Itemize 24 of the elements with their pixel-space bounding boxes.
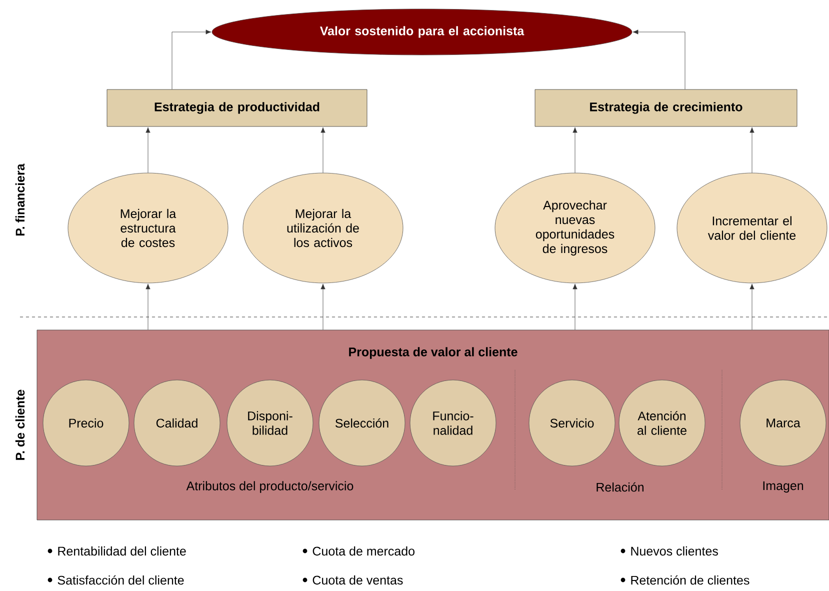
bullet-item: Cuota de mercado bbox=[312, 546, 414, 556]
strategy-box: Estrategia de crecimiento bbox=[534, 89, 798, 127]
strategy-box: Estrategia de productividad bbox=[106, 89, 368, 127]
bullet-item: Nuevos clientes bbox=[631, 546, 718, 556]
arrow bbox=[172, 30, 212, 90]
group-label: Relación bbox=[596, 482, 644, 492]
group-label: Imagen bbox=[763, 481, 804, 493]
bullet-item: Cuota de ventas bbox=[312, 575, 403, 585]
arrow bbox=[750, 127, 754, 173]
bullet-item: Retención de clientes bbox=[631, 575, 750, 585]
arrow bbox=[572, 284, 578, 330]
arrow bbox=[632, 30, 686, 90]
arrow bbox=[320, 127, 326, 173]
arrow bbox=[750, 284, 754, 330]
panel-heading: Propuesta de valor al cliente bbox=[349, 347, 518, 359]
arrow bbox=[146, 284, 150, 330]
bullet-item: Rentabilidad del cliente bbox=[58, 546, 186, 556]
arrow bbox=[146, 127, 150, 173]
arrow bbox=[320, 284, 326, 330]
axis-label: P. de cliente bbox=[15, 390, 25, 460]
bullet-item: Satisfacción del cliente bbox=[58, 575, 184, 585]
axis-label: P. financiera bbox=[15, 164, 25, 236]
arrow bbox=[572, 127, 578, 173]
group-label: Atributos del producto/servicio bbox=[186, 481, 354, 493]
